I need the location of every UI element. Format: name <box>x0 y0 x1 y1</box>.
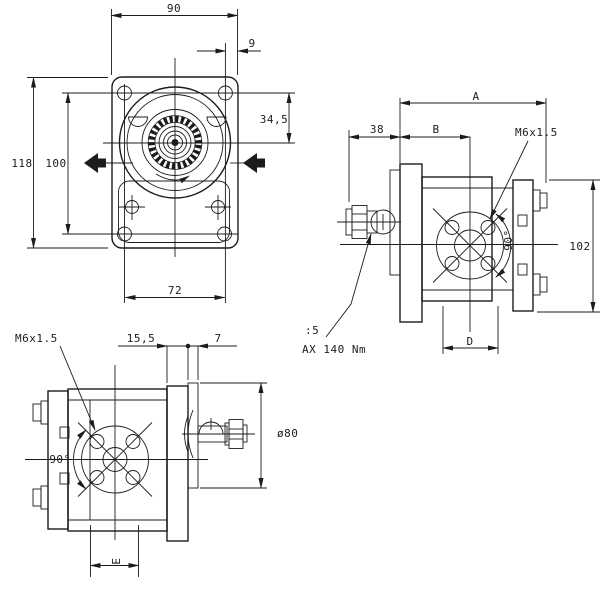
dim-a-label: A <box>472 90 479 103</box>
dimension-height-102: 102 <box>537 179 600 313</box>
dim-d-label: D <box>466 335 473 348</box>
port-face-right: 90° <box>432 208 515 283</box>
thread-callout-bottom: M6x1.5 <box>15 332 96 431</box>
dimension-edge-9: 9 <box>197 37 261 54</box>
dimension-pilot-dia-80: ø80 <box>200 382 298 489</box>
dim-34-5-label: 34,5 <box>260 113 289 126</box>
dimension-port-e: E <box>89 525 140 577</box>
thread-right-label: M6x1.5 <box>515 126 558 139</box>
front-view: 90 9 34,5 118 100 72 <box>11 2 295 303</box>
dim-15-5-label: 15,5 <box>127 332 156 345</box>
dimension-shaft-38: 38 <box>348 123 401 202</box>
dim-e-label: E <box>110 557 123 564</box>
dim-38-label: 38 <box>370 123 384 136</box>
flow-arrow-right <box>243 153 265 173</box>
centerlines-bottom <box>25 365 255 540</box>
thread-callout-right: M6x1.5 <box>489 126 558 220</box>
taper-label: :5 <box>305 324 319 337</box>
thread-bottom-label: M6x1.5 <box>15 332 58 345</box>
dim-102-label: 102 <box>569 240 590 253</box>
side-view-bottom: 90° M6x1.5 15,5 7 ø80 <box>15 332 298 577</box>
dim-118-label: 118 <box>11 157 32 170</box>
dimension-width-90: 90 <box>110 2 239 75</box>
dim-o80-label: ø80 <box>277 427 298 440</box>
dim-b-label: B <box>432 123 439 136</box>
flow-arrow-left <box>84 153 106 173</box>
dimension-port-d: D <box>442 306 499 354</box>
dimension-bolts-100: 100 <box>45 92 71 235</box>
dimension-flange-15-5: 15,5 7 <box>118 332 237 383</box>
dim-72-label: 72 <box>168 284 182 297</box>
taper-torque-callout: :5 AX 140 Nm <box>302 233 372 356</box>
dim-9-label: 9 <box>248 37 255 50</box>
centerlines-front <box>62 43 295 303</box>
side-view-right: 90° A 38 B M6x1.5 <box>302 90 600 356</box>
dim-100-label: 100 <box>45 157 66 170</box>
dimension-port-b: B <box>399 123 471 140</box>
dimension-length-a: A <box>399 90 547 183</box>
angle-90-right-label: 90° <box>502 229 515 250</box>
rotation-arrow <box>155 173 190 184</box>
centerlines-right <box>337 137 558 332</box>
dim-7-label: 7 <box>214 332 221 345</box>
torque-label: AX 140 Nm <box>302 343 366 356</box>
pump-body-right <box>389 163 548 323</box>
dimension-bolts-72: 72 <box>124 284 226 300</box>
dimension-offset-34-5: 34,5 <box>260 92 292 144</box>
dim-90-label: 90 <box>167 2 181 15</box>
dimension-height-118: 118 <box>11 76 108 249</box>
